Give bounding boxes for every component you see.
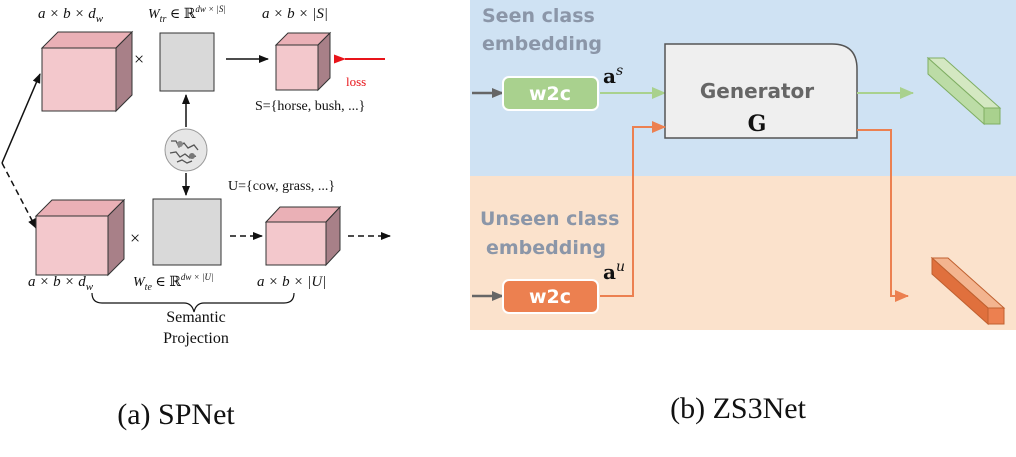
feature-cube-bottom-left <box>34 198 126 277</box>
arrow-generator-to-unseen-feature <box>857 129 909 302</box>
arrow-unseen-to-generator <box>600 121 666 297</box>
caption-zs3net: (b) ZS3Net <box>670 392 806 425</box>
generator-box <box>664 43 858 139</box>
loss-label: loss <box>346 74 366 89</box>
w2c-seen-label: w2c <box>529 83 571 105</box>
weight-matrix-train <box>159 32 215 92</box>
seen-embedding-symbol: as <box>603 63 623 88</box>
seen-classes-set: S={horse, bush, ...} <box>255 99 365 114</box>
wte-label: Wte ∈ ℝdw × |U| <box>133 272 213 293</box>
w2c-unseen-box <box>502 279 599 314</box>
spnet-panel: a × b × dw Wtr ∈ ℝdw × |S| a × b × |S| ×… <box>1 4 391 431</box>
wikipedia-globe-icon <box>164 128 208 172</box>
input-arrow-to-top <box>1 73 41 164</box>
unseen-classes-set: U={cow, grass, ...} <box>228 179 335 194</box>
zs3net-panel: Seen class embedding w2c as Generator G … <box>470 0 1016 425</box>
semantic-projection-label-line1: Semantic <box>166 309 226 326</box>
dims-bottom-left-label: a × b × dw <box>28 274 94 293</box>
seen-class-embedding-line1: Seen class <box>482 5 595 27</box>
wtr-label: Wtr ∈ ℝdw × |S| <box>148 4 226 25</box>
semantic-projection-brace <box>91 292 295 313</box>
input-arrow-to-bottom <box>1 162 37 229</box>
feature-cube-top-left <box>40 30 134 113</box>
w2c-unseen-label: w2c <box>529 286 571 308</box>
multiply-symbol-bottom: × <box>130 228 140 248</box>
seen-class-embedding-line2: embedding <box>482 33 602 55</box>
w2c-seen-box <box>502 76 599 111</box>
unseen-feature-bar-icon <box>930 256 1006 326</box>
output-cube-seen <box>274 31 332 92</box>
dims-top-left-label: a × b × dw <box>38 6 104 25</box>
unseen-class-embedding-line1: Unseen class <box>480 208 619 230</box>
multiply-symbol-top: × <box>134 49 144 69</box>
generator-symbol: G <box>748 111 767 137</box>
unseen-embedding-symbol: au <box>603 259 625 284</box>
dims-bottom-right-label: a × b × |U| <box>257 274 326 290</box>
dims-top-right-label: a × b × |S| <box>262 6 328 22</box>
output-cube-unseen <box>264 205 342 267</box>
generator-label: Generator <box>700 79 814 103</box>
unseen-class-embedding-line2: embedding <box>486 237 606 259</box>
caption-spnet: (a) SPNet <box>117 398 235 431</box>
weight-matrix-test <box>152 198 222 266</box>
seen-feature-bar-icon <box>926 56 1002 126</box>
semantic-projection-label-line2: Projection <box>163 330 229 347</box>
